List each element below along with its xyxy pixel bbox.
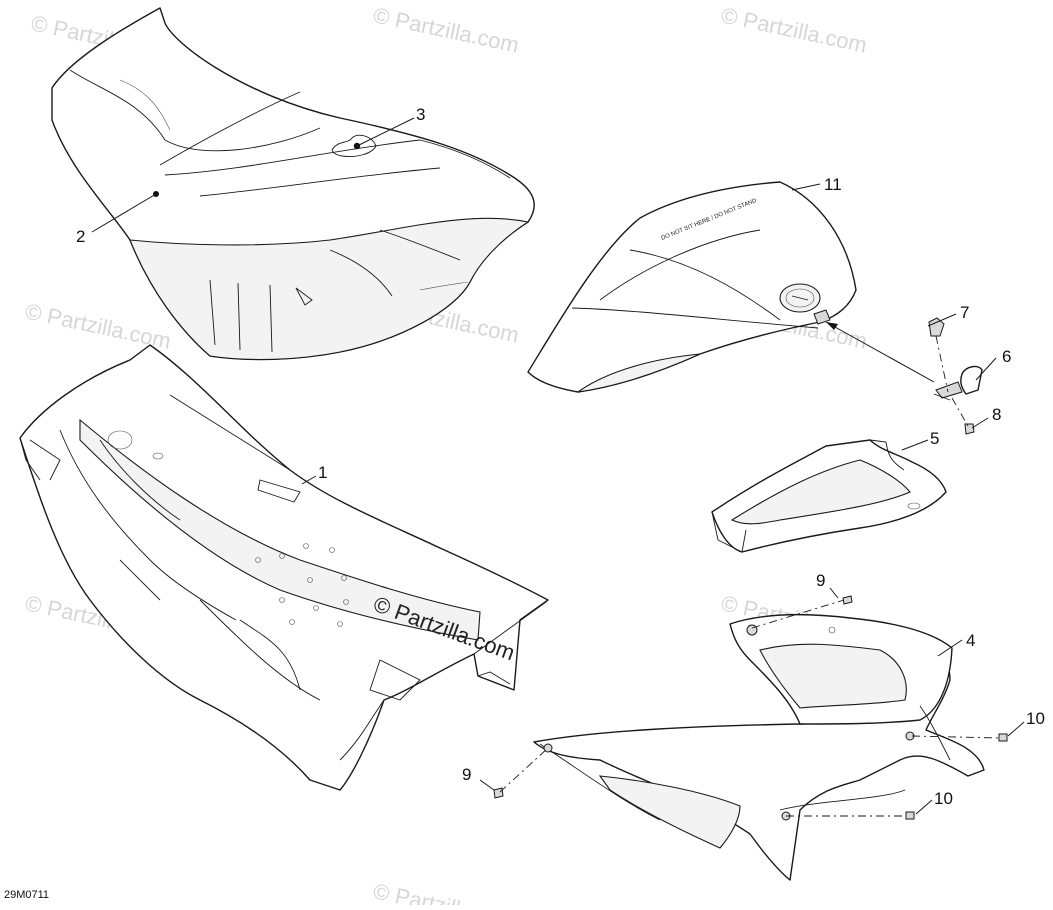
latch-assembly [928,317,983,435]
callouts: 1 2 3 4 5 6 7 8 9 9 10 10 11 [76,105,1045,808]
leader-lines [91,117,1025,815]
watermark: © Partzilla.com [371,878,521,905]
screw-part-10 [998,733,1008,742]
callout-9: 9 [816,571,825,590]
callout-7: 7 [960,303,969,322]
screw-part-9 [493,787,504,799]
diagram-code: 29M0711 [4,889,49,901]
callout-5: 5 [930,429,939,448]
deck-part-1 [19,344,549,791]
nut-part-7 [928,317,945,337]
screw-part-9 [842,595,853,605]
callout-10: 10 [934,789,953,808]
screw-part-10 [905,811,915,820]
tray-part-5 [711,439,947,553]
rear-cover-part-11: DO NOT SIT HERE / DO NOT STAND [527,181,857,393]
seat-part-2 [51,7,535,361]
callout-6: 6 [1002,347,1011,366]
callout-9: 9 [462,765,471,784]
screw-part-8 [964,423,975,435]
callout-8: 8 [992,405,1001,424]
side-panel-part-4 [533,613,985,881]
callout-2: 2 [76,227,85,246]
watermark: © Partzilla.com [719,2,869,57]
latch-part-6 [960,365,983,395]
callout-1: 1 [318,463,327,482]
callout-10: 10 [1026,709,1045,728]
callout-11: 11 [824,175,842,194]
callout-4: 4 [966,631,975,650]
fasteners [493,595,1008,820]
watermark: © Partzilla.com [371,2,521,57]
callout-3: 3 [416,105,425,124]
